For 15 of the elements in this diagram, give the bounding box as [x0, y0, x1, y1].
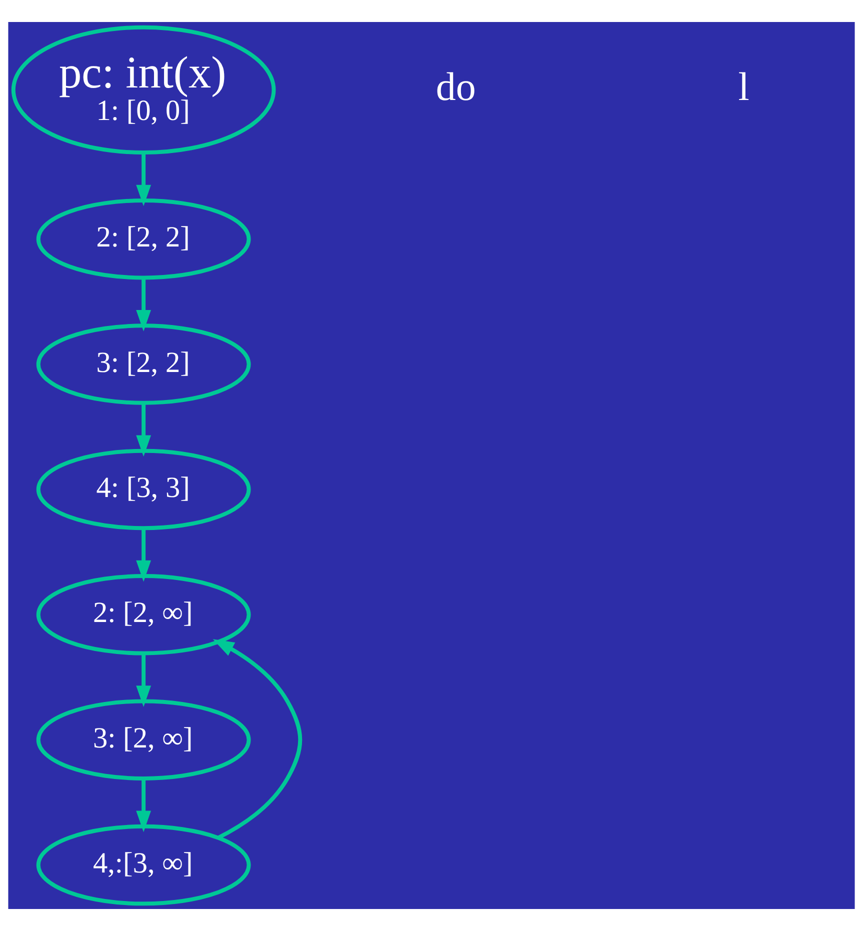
arrow [136, 403, 152, 457]
node-ellipse: 4: [3, 3] [36, 448, 251, 530]
node-ellipse: 4,:[3, ∞] [36, 824, 251, 906]
arrow [136, 778, 152, 832]
node-ellipse: 3: [2, ∞] [36, 699, 251, 780]
arrow [212, 639, 302, 840]
label: do [436, 64, 476, 109]
arrow [136, 152, 152, 206]
node-ellipse: pc: int(x) 1: [0, 0] [11, 25, 276, 155]
node-ellipse: 2: [2, 2] [36, 198, 251, 280]
arrow [136, 653, 152, 707]
arrow [136, 278, 152, 332]
node-ellipse: 3: [2, 2] [36, 324, 251, 405]
arrow [136, 528, 152, 582]
label: l [738, 64, 750, 109]
